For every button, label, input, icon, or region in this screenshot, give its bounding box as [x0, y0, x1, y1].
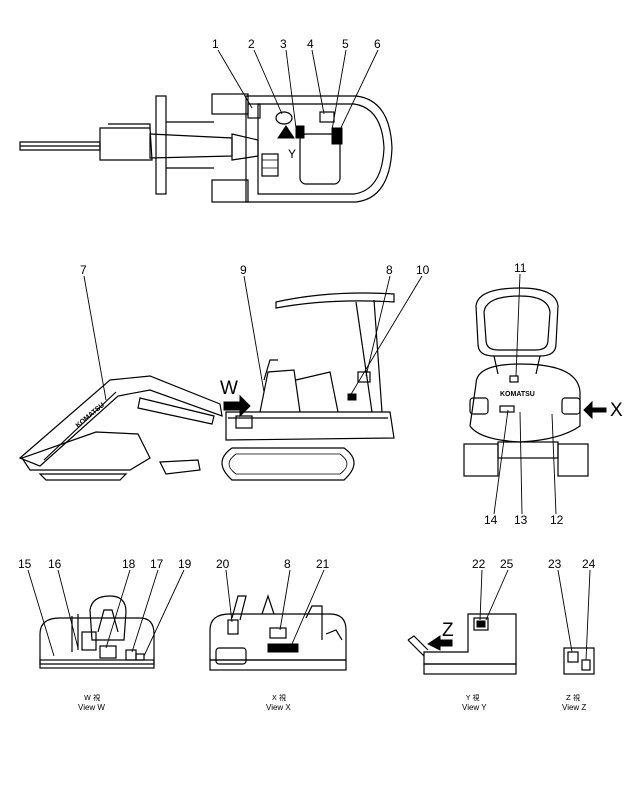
callout-16: 16: [48, 557, 62, 571]
callout-19: 19: [178, 557, 192, 571]
rear-brand-text: KOMATSU: [500, 391, 535, 398]
callout-12: 12: [550, 513, 564, 527]
callout-23: 23: [548, 557, 562, 571]
callout-5: 5: [342, 37, 349, 51]
callout-24: 24: [582, 557, 596, 571]
callout-14: 14: [484, 513, 498, 527]
view-z-letter: Z: [442, 620, 454, 641]
view-w: 15 16 18 17 19 W 視 View W: [18, 557, 192, 712]
callout-13: 13: [514, 513, 528, 527]
top-view: Y 1 2 3 4 5 6: [19, 37, 393, 203]
callout-18: 18: [122, 557, 136, 571]
view-y-caption: View Y: [462, 703, 487, 712]
callout-2: 2: [248, 37, 255, 51]
callout-21: 21: [316, 557, 330, 571]
callout-8-viewx: 8: [284, 557, 291, 571]
view-y: Z 22 25 Y 視 View Y: [407, 557, 517, 712]
callout-22: 22: [472, 557, 486, 571]
view-w-caption-jp: W 視: [84, 693, 100, 702]
callout-6: 6: [374, 37, 381, 51]
view-y-caption-jp: Y 視: [465, 693, 480, 702]
callout-9: 9: [240, 263, 247, 277]
callout-1: 1: [212, 37, 219, 51]
view-w-letter: W: [220, 378, 238, 399]
view-x-caption-jp: X 視: [272, 693, 286, 702]
callout-25: 25: [500, 557, 514, 571]
callout-4: 4: [307, 37, 314, 51]
callout-8-side: 8: [386, 263, 393, 277]
callout-11: 11: [514, 261, 527, 275]
view-z-caption-jp: Z 視: [566, 693, 580, 702]
view-w-caption: View W: [78, 703, 105, 712]
side-view: KOMATSU W 7 9 8 10: [18, 263, 430, 481]
view-x-letter: X: [610, 400, 623, 421]
view-x: 20 8 21 X 視 View X: [209, 557, 347, 712]
rear-view: KOMATSU X 11 14 13 12: [463, 261, 623, 527]
view-x-caption: View X: [266, 703, 291, 712]
callout-7: 7: [80, 263, 87, 277]
view-z-caption: View Z: [562, 703, 586, 712]
callout-10: 10: [416, 263, 430, 277]
view-y-letter: Y: [288, 147, 296, 161]
callout-20: 20: [216, 557, 230, 571]
callout-17: 17: [150, 557, 164, 571]
view-z: 23 24 Z 視 View Z: [548, 557, 596, 712]
callout-15: 15: [18, 557, 32, 571]
callout-3: 3: [280, 37, 287, 51]
